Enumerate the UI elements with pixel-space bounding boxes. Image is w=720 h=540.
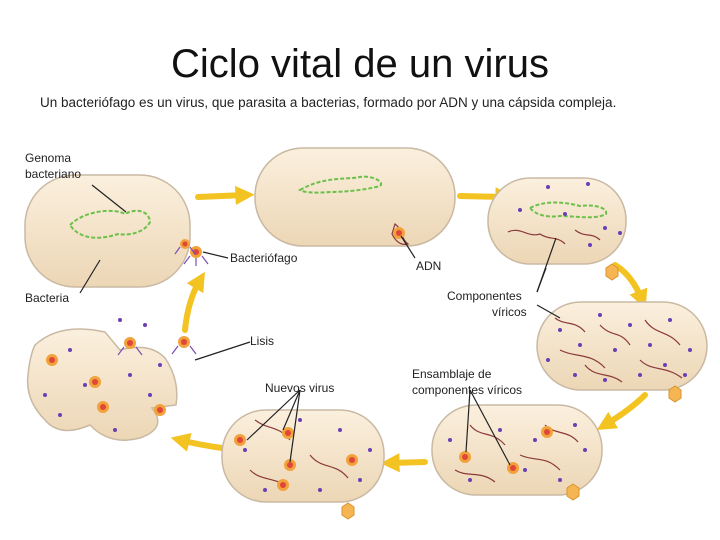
page-title: Ciclo vital de un virus — [171, 42, 549, 86]
phage — [234, 434, 246, 446]
phage — [117, 337, 143, 356]
bacterial-genomes — [68, 175, 608, 239]
arrow-1 — [195, 185, 255, 205]
cell-1 — [24, 174, 191, 288]
label-bacteria: Bacteria — [25, 291, 69, 305]
phage — [393, 227, 405, 239]
diagram-subtitle: Un bacteriófago es un virus, que parasit… — [40, 95, 617, 110]
arrow-3 — [612, 262, 648, 309]
label-assembly-2: componentes víricos — [412, 383, 522, 397]
cell-3 — [487, 177, 627, 265]
label-dna: ADN — [416, 259, 441, 273]
cell-4 — [536, 301, 708, 391]
phage — [346, 454, 358, 466]
cell-7-lysed — [26, 328, 178, 441]
phage — [171, 336, 197, 355]
phage — [541, 426, 553, 438]
phage — [459, 451, 471, 463]
bacteriophages — [46, 227, 553, 491]
label-components-2: víricos — [492, 305, 527, 319]
label-assembly-1: Ensamblaje de — [412, 367, 492, 381]
capsids — [341, 263, 682, 520]
cells — [24, 147, 708, 503]
cell-5 — [431, 404, 603, 496]
label-genome-2: bacteriano — [25, 167, 81, 181]
phage — [282, 427, 294, 439]
label-components-1: Componentes — [447, 289, 522, 303]
arrow-7 — [182, 271, 205, 333]
phage — [277, 479, 289, 491]
phage — [284, 459, 296, 471]
viral-components — [43, 182, 692, 492]
arrow-5 — [380, 453, 428, 473]
label-genome-1: Genoma — [25, 151, 71, 165]
phage — [89, 376, 101, 388]
phage — [154, 404, 166, 416]
label-lysis: Lisis — [250, 334, 274, 348]
leader-lines — [79, 184, 561, 466]
label-bacteriophage: Bacteriófago — [230, 251, 298, 265]
cell-6 — [221, 409, 385, 503]
phage — [46, 354, 58, 366]
arrow-6 — [170, 433, 225, 452]
arrow-4 — [596, 392, 648, 430]
phage — [174, 239, 196, 255]
cell-2 — [254, 147, 456, 247]
phage — [97, 401, 109, 413]
label-new-viruses: Nuevos virus — [265, 381, 334, 395]
